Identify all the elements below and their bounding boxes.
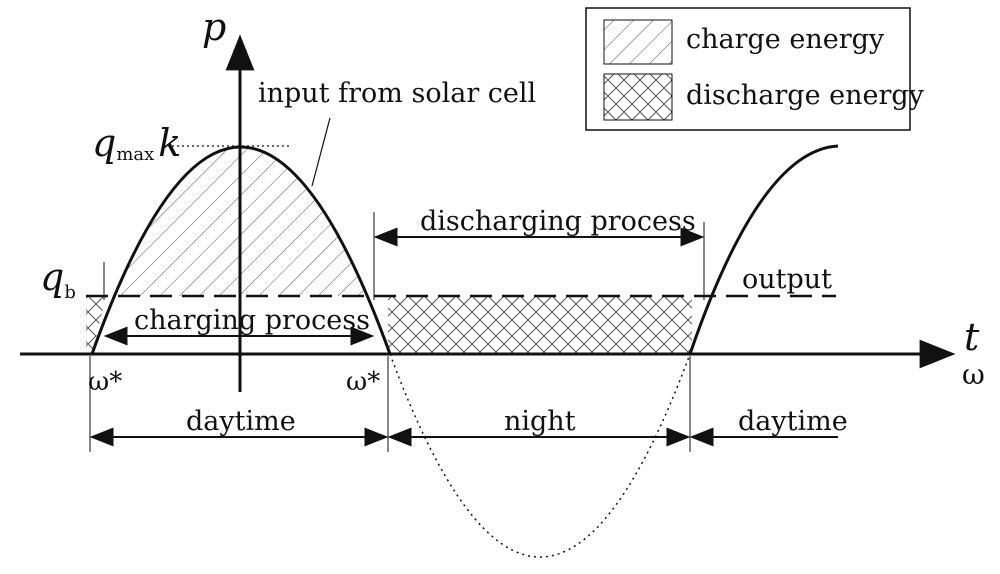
output-line-label: output (742, 264, 832, 295)
input-curve-day (90, 145, 392, 355)
legend-charge-label: charge energy (686, 24, 885, 55)
night-label: night (504, 406, 576, 437)
omega-star-left-label: ω* (88, 367, 122, 397)
daytime-label-second: daytime (738, 406, 848, 437)
input-curve-label: input from solar cell (258, 78, 536, 109)
x-axis-label: t (964, 315, 980, 359)
legend-discharge-swatch (603, 73, 673, 121)
legend: charge energy discharge energy (585, 7, 925, 131)
discharge-energy-left-region (86, 296, 106, 354)
input-curve-next-day (688, 144, 839, 355)
daytime-label-first: daytime (186, 406, 296, 437)
omega-star-right-label: ω* (346, 367, 380, 397)
y-axis-label: p (202, 5, 226, 49)
charging-process-label: charging process (134, 305, 370, 336)
legend-charge-swatch (603, 19, 673, 65)
x-axis-secondary-label: ω (962, 358, 985, 391)
discharge-energy-region (388, 296, 692, 354)
input-leader-line (311, 117, 331, 187)
input-curve-night (389, 353, 691, 558)
base-level-label: qb (40, 255, 76, 303)
discharging-process-label: discharging process (420, 206, 696, 237)
legend-discharge-label: discharge energy (686, 80, 925, 111)
